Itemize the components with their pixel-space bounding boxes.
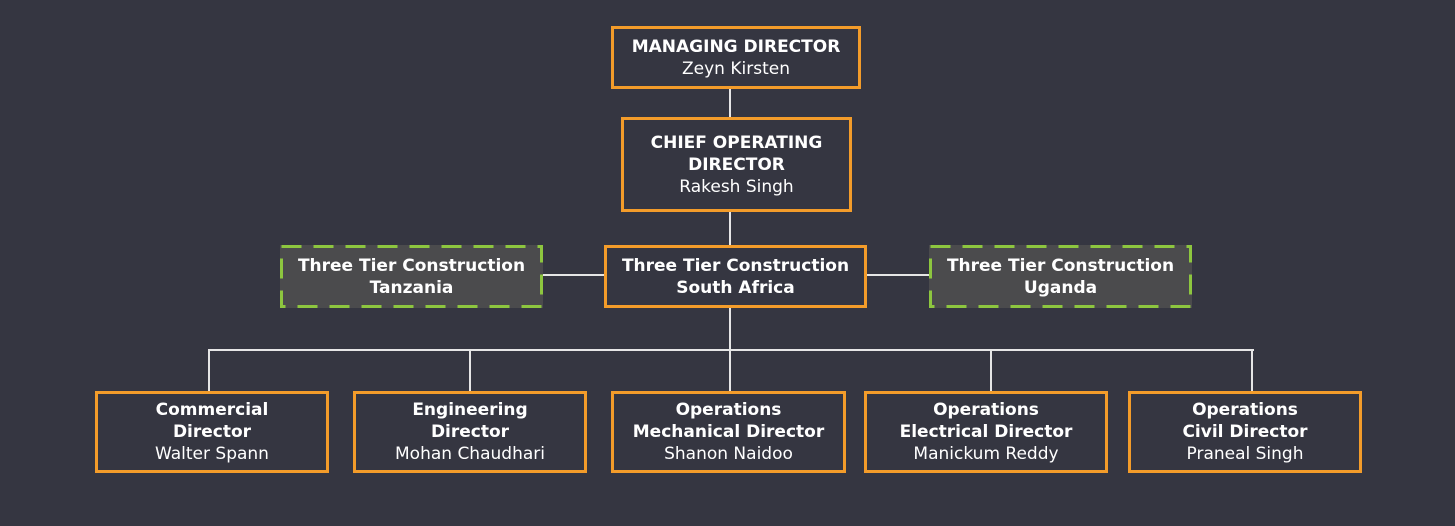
director-title-line2: Director <box>430 422 510 442</box>
region-tanzania-box: Three Tier Construction Tanzania <box>280 245 543 308</box>
director-title-line1: Engineering <box>412 400 528 420</box>
connector-tz-sa <box>541 274 606 276</box>
region-south-africa-box: Three Tier Construction South Africa <box>604 245 867 308</box>
connector-sa-ug <box>865 274 931 276</box>
director-name: Manickum Reddy <box>913 444 1059 464</box>
director-title-line1: Operations <box>1192 400 1298 420</box>
director-box-engineering: Engineering Director Mohan Chaudhari <box>353 391 587 473</box>
director-name: Walter Spann <box>155 444 269 464</box>
connector-md-coo <box>729 88 731 119</box>
managing-director-name: Zeyn Kirsten <box>682 58 790 79</box>
director-title-line1: Operations <box>675 400 782 420</box>
region-tanzania-line2: Tanzania <box>369 277 454 298</box>
region-uganda-line2: Uganda <box>1023 277 1098 298</box>
region-tanzania-line1: Three Tier Construction <box>297 255 526 276</box>
director-name: Shanon Naidoo <box>664 444 793 464</box>
coo-title-line2: DIRECTOR <box>688 154 785 175</box>
connector-drop-2 <box>469 349 471 393</box>
director-title-line2: Civil Director <box>1182 422 1308 442</box>
connector-sa-bus <box>729 306 731 350</box>
managing-director-title: MANAGING DIRECTOR <box>631 36 841 57</box>
director-title-line1: Operations <box>933 400 1039 420</box>
region-south-africa-line1: Three Tier Construction <box>621 255 850 276</box>
director-name: Mohan Chaudhari <box>395 444 545 464</box>
coo-title-line1: CHIEF OPERATING <box>650 132 823 153</box>
connector-drop-4 <box>990 349 992 393</box>
director-title-line2: Mechanical Director <box>632 422 825 442</box>
coo-name: Rakesh Singh <box>679 176 794 197</box>
connector-coo-sa <box>729 210 731 246</box>
director-title-line2: Electrical Director <box>899 422 1073 442</box>
region-south-africa-line2: South Africa <box>676 277 795 298</box>
managing-director-box: MANAGING DIRECTOR Zeyn Kirsten <box>611 26 861 89</box>
director-name: Praneal Singh <box>1186 444 1304 464</box>
region-uganda-box: Three Tier Construction Uganda <box>929 245 1192 308</box>
coo-box: CHIEF OPERATING DIRECTOR Rakesh Singh <box>621 117 852 212</box>
connector-drop-5 <box>1251 349 1253 393</box>
director-box-commercial: Commercial Director Walter Spann <box>95 391 329 473</box>
director-title-line2: Director <box>172 422 252 442</box>
region-uganda-line1: Three Tier Construction <box>946 255 1175 276</box>
director-box-civil: Operations Civil Director Praneal Singh <box>1128 391 1362 473</box>
director-box-mechanical: Operations Mechanical Director Shanon Na… <box>611 391 846 473</box>
connector-drop-3 <box>729 349 731 393</box>
connector-drop-1 <box>208 349 210 393</box>
director-title-line1: Commercial <box>155 400 269 420</box>
director-box-electrical: Operations Electrical Director Manickum … <box>864 391 1108 473</box>
connector-bus <box>208 349 1254 351</box>
